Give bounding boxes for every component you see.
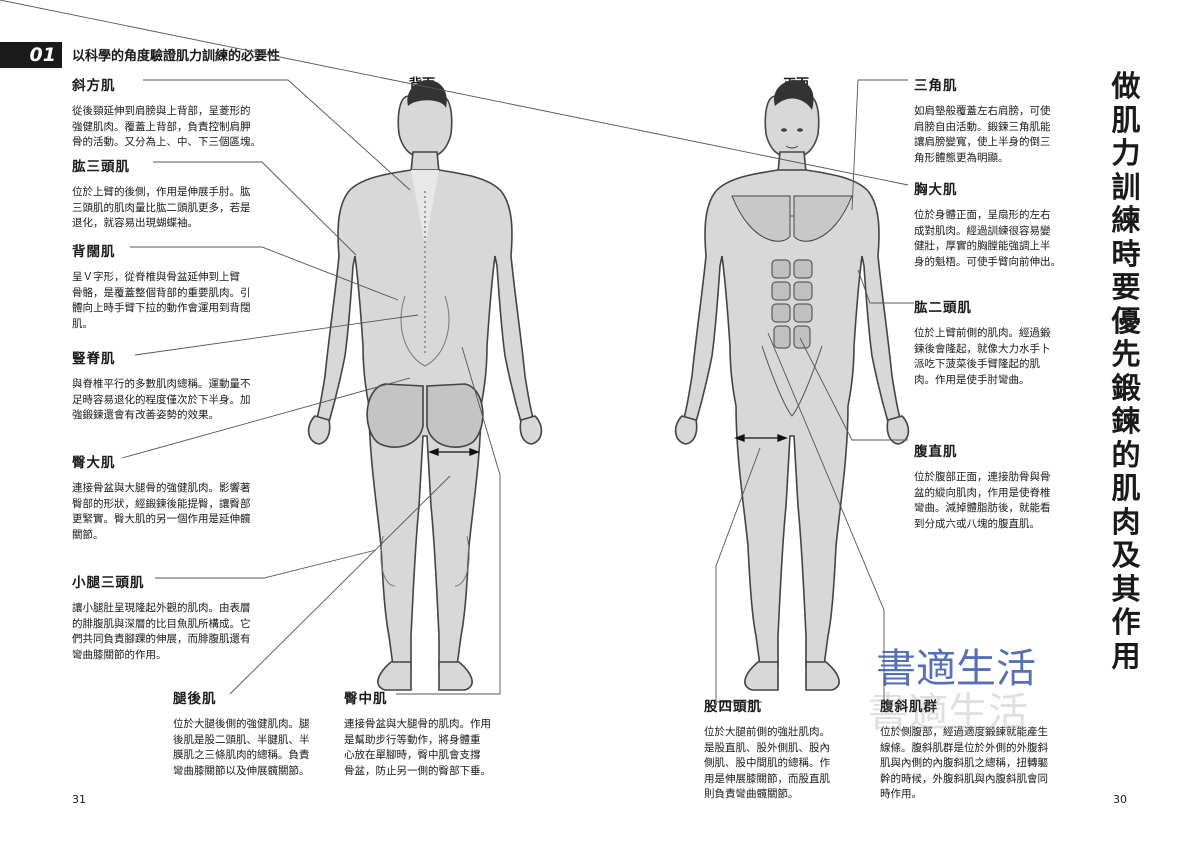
biceps-description: 位於上臂前側的肌肉。經過鍛 鍊後會隆起，就像大力水手卜 派吃下菠菜後手臂隆起的肌… bbox=[914, 327, 1051, 386]
obliques-block: 腹斜肌群 位於側腹部，經過適度鍛鍊就能產生 線條。腹斜肌群是位於外側的外腹斜 肌… bbox=[880, 695, 1085, 803]
rectus-title: 腹直肌 bbox=[914, 444, 958, 460]
hamstrings-description: 位於大腿後側的強健肌肉。腿 後肌是股二頭肌、半腱肌、半 膜肌之三條肌肉的總稱。負… bbox=[173, 718, 310, 777]
page-number-right: 30 bbox=[1113, 793, 1127, 806]
deltoid-block: 三角肌 如肩墊般覆蓋左右肩膀，可使 肩膀自由活動。鍛鍊三角肌能 讓肩膀變寬，使上… bbox=[914, 74, 1084, 166]
quadriceps-title: 股四頭肌 bbox=[704, 699, 762, 715]
biceps-block: 肱二頭肌 位於上臂前側的肌肉。經過鍛 鍊後會隆起，就像大力水手卜 派吃下菠菜後手… bbox=[914, 296, 1084, 388]
vertical-page-title: 做肌力訓練時要優先鍛鍊的肌肉及其作用 bbox=[1111, 69, 1141, 673]
obliques-description: 位於側腹部，經過適度鍛鍊就能產生 線條。腹斜肌群是位於外側的外腹斜 肌與內側的內… bbox=[880, 726, 1048, 800]
gluteus-maximus-title: 臀大肌 bbox=[72, 455, 116, 471]
calf-block: 小腿三頭肌 讓小腿肚呈現隆起外觀的肌肉。由表層 的腓腹肌與深層的比目魚肌所構成。… bbox=[72, 571, 282, 663]
erector-title: 豎脊肌 bbox=[72, 351, 116, 367]
triceps-title: 肱三頭肌 bbox=[72, 159, 130, 175]
obliques-title: 腹斜肌群 bbox=[880, 699, 938, 715]
rectus-block: 腹直肌 位於腹部正面，連接肋骨與骨 盆的縱向肌肉，作用是使脊椎 彎曲。減掉體脂肪… bbox=[914, 440, 1084, 532]
gluteus-medius-description: 連接骨盆與大腿骨的肌肉。作用 是幫助步行等動作，將身體重 心放在單腳時，臀中肌會… bbox=[344, 718, 491, 777]
trapezius-block: 斜方肌 從後頸延伸到肩膀與上背部，呈菱形的 強健肌肉。覆蓋上背部，負責控制肩胛 … bbox=[72, 74, 282, 151]
rectus-description: 位於腹部正面，連接肋骨與骨 盆的縱向肌肉，作用是使脊椎 彎曲。減掉體脂肪後，就能… bbox=[914, 471, 1051, 530]
biceps-title: 肱二頭肌 bbox=[914, 300, 972, 316]
page-number-left: 31 bbox=[72, 793, 86, 806]
pectoralis-block: 胸大肌 位於身體正面，呈扇形的左右 成對肌肉。經過訓練很容易變 健壯，厚實的胸膛… bbox=[914, 178, 1084, 270]
quadriceps-description: 位於大腿前側的強壯肌肉。 是股直肌、股外側肌、股內 側肌、股中間肌的總稱。作 用… bbox=[704, 726, 830, 800]
deltoid-title: 三角肌 bbox=[914, 78, 958, 94]
latissimus-title: 背闊肌 bbox=[72, 244, 116, 260]
triceps-block: 肱三頭肌 位於上臂的後側，作用是伸展手肘。肱 三頭肌的肌肉量比肱二頭肌更多，若是… bbox=[72, 155, 282, 232]
latissimus-block: 背闊肌 呈Ｖ字形，從脊椎與骨盆延伸到上臂 骨骼，是覆蓋整個背部的重要肌肉。引 體… bbox=[72, 240, 282, 332]
deltoid-description: 如肩墊般覆蓋左右肩膀，可使 肩膀自由活動。鍛鍊三角肌能 讓肩膀變寬，使上半身的倒… bbox=[914, 105, 1051, 164]
trapezius-title: 斜方肌 bbox=[72, 78, 116, 94]
chapter-title: 以科學的角度驗證肌力訓練的必要性 bbox=[72, 49, 281, 64]
gluteus-medius-title: 臀中肌 bbox=[344, 691, 388, 707]
back-figure bbox=[307, 95, 543, 691]
hamstrings-title: 腿後肌 bbox=[173, 691, 217, 707]
calf-description: 讓小腿肚呈現隆起外觀的肌肉。由表層 的腓腹肌與深層的比目魚肌所構成。它 們共同負… bbox=[72, 602, 251, 661]
gluteus-maximus-block: 臀大肌 連接骨盆與大腿骨的強健肌肉。影響著 臀部的形狀，經鍛鍊後能提臀，讓臀部 … bbox=[72, 451, 282, 543]
gluteus-maximus-description: 連接骨盆與大腿骨的強健肌肉。影響著 臀部的形狀，經鍛鍊後能提臀，讓臀部 更緊實。… bbox=[72, 482, 251, 541]
trapezius-description: 從後頸延伸到肩膀與上背部，呈菱形的 強健肌肉。覆蓋上背部，負責控制肩胛 骨的活動… bbox=[72, 105, 261, 148]
hamstrings-block: 腿後肌 位於大腿後側的強健肌肉。腿 後肌是股二頭肌、半腱肌、半 膜肌之三條肌肉的… bbox=[173, 687, 333, 779]
chapter-number-badge: 01 bbox=[0, 42, 62, 68]
pectoralis-title: 胸大肌 bbox=[914, 182, 958, 198]
gluteus-medius-block: 臀中肌 連接骨盆與大腿骨的肌肉。作用 是幫助步行等動作，將身體重 心放在單腳時，… bbox=[344, 687, 519, 779]
erector-description: 與脊椎平行的多數肌肉總稱。運動量不 足時容易退化的程度僅次於下半身。加 強鍛鍊還… bbox=[72, 378, 251, 421]
pectoralis-description: 位於身體正面，呈扇形的左右 成對肌肉。經過訓練很容易變 健壯，厚實的胸膛能強調上… bbox=[914, 209, 1061, 268]
quadriceps-block: 股四頭肌 位於大腿前側的強壯肌肉。 是股直肌、股外側肌、股內 側肌、股中間肌的總… bbox=[704, 695, 864, 803]
latissimus-description: 呈Ｖ字形，從脊椎與骨盆延伸到上臂 骨骼，是覆蓋整個背部的重要肌肉。引 體向上時手… bbox=[72, 271, 251, 330]
triceps-description: 位於上臂的後側，作用是伸展手肘。肱 三頭肌的肌肉量比肱二頭肌更多，若是 退化，就… bbox=[72, 186, 251, 229]
erector-block: 豎脊肌 與脊椎平行的多數肌肉總稱。運動量不 足時容易退化的程度僅次於下半身。加 … bbox=[72, 347, 282, 424]
calf-title: 小腿三頭肌 bbox=[72, 575, 145, 591]
front-figure bbox=[674, 95, 910, 691]
